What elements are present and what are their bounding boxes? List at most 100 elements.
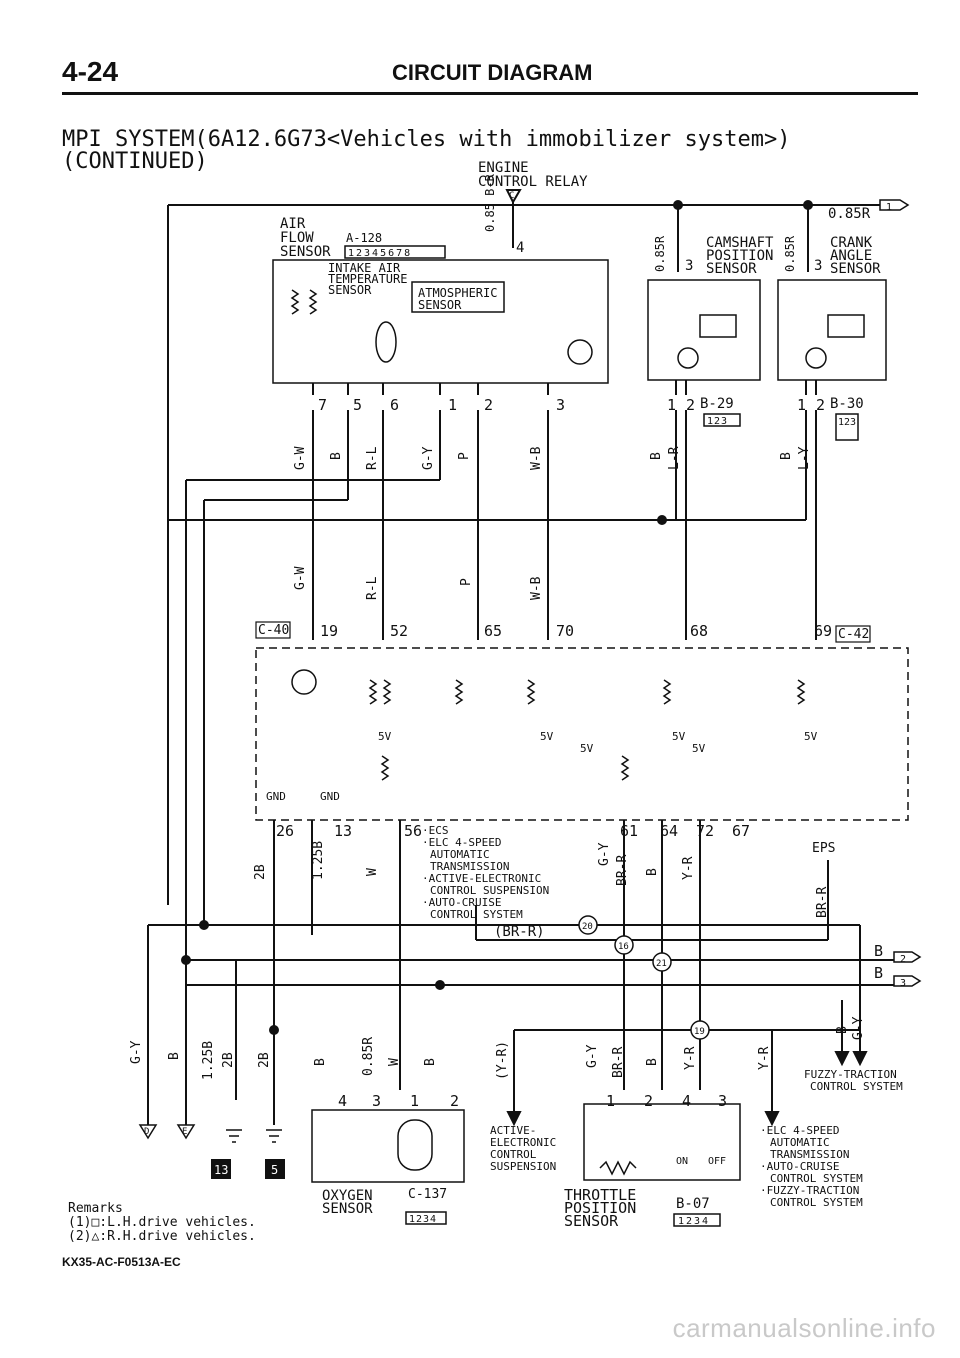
ftcs-label-1: FUZZY-TRACTION [804, 1068, 897, 1081]
ecu-connector-c42: C-42 [838, 627, 869, 642]
svg-text:G-Y: G-Y [421, 446, 436, 470]
svg-text:Y-R: Y-R [681, 856, 696, 880]
tps-potentiometer-icon [599, 1160, 637, 1176]
svg-text:5V: 5V [580, 742, 594, 755]
watermark: carmanualsonline.info [672, 1313, 936, 1343]
offpage-d-icon [138, 1124, 158, 1140]
cam-connector: B-29 [700, 396, 734, 412]
ground-5-icon [265, 1159, 285, 1179]
ecr-label-2: CONTROL RELAY [478, 174, 588, 190]
afs-label-2: FLOW [280, 230, 314, 246]
svg-text:(1)□:L.H.drive vehicles.: (1)□:L.H.drive vehicles. [68, 1215, 256, 1230]
svg-text:B: B [835, 1026, 850, 1034]
cam-label-1: CAMSHAFT [706, 235, 774, 251]
svg-text:5: 5 [271, 1163, 278, 1177]
iat-label-2: TEMPERATURE [328, 272, 407, 286]
svg-text:W-B: W-B [529, 446, 544, 470]
svg-text:3: 3 [718, 1092, 727, 1110]
svg-text:70: 70 [556, 622, 574, 640]
afs-pin-numbers: 7 5 6 1 2 3 [318, 396, 565, 414]
sensor-harness-wires [167, 205, 817, 960]
ecr-connector-icon [505, 189, 522, 205]
tps-label-2: POSITION [564, 1199, 636, 1217]
resistor-icon [290, 289, 300, 315]
atm-label-1: ATMOSPHERIC [418, 286, 497, 300]
svg-text:2: 2 [816, 396, 825, 414]
svg-text:G-W: G-W [293, 566, 308, 590]
svg-text:1: 1 [797, 396, 806, 414]
tps-switch-on: ON [676, 1156, 688, 1167]
svg-text:4: 4 [338, 1092, 347, 1110]
svg-text:2B: 2B [253, 864, 268, 880]
svg-text:R-L: R-L [365, 446, 380, 470]
svg-text:1: 1 [606, 1092, 615, 1110]
afs-label-3: SENSOR [280, 244, 331, 260]
ground-icon-2 [266, 1129, 282, 1143]
svg-text:2: 2 [686, 396, 695, 414]
svg-text:CONTROL: CONTROL [490, 1148, 537, 1161]
svg-text:GND: GND [320, 790, 340, 803]
svg-text:·AUTO-CRUISE: ·AUTO-CRUISE [760, 1160, 839, 1173]
svg-text:W-B: W-B [529, 576, 544, 600]
svg-text:CONTROL SYSTEM: CONTROL SYSTEM [770, 1196, 863, 1209]
iat-label-3: SENSOR [328, 283, 372, 297]
right-arrow-icon [764, 1111, 780, 1127]
offpage-arrow-1-icon [879, 199, 910, 211]
svg-text:·FUZZY-TRACTION: ·FUZZY-TRACTION [760, 1184, 859, 1197]
afs-connector-pins: 12345678 [348, 248, 412, 259]
tps-switch-off: OFF [708, 1156, 726, 1167]
svg-text:W: W [387, 1058, 402, 1066]
svg-text:3: 3 [900, 978, 906, 989]
svg-text:B: B [329, 452, 344, 460]
svg-text:BR-R: BR-R [615, 855, 630, 886]
svg-text:2: 2 [900, 954, 906, 965]
o2-label-1: OXYGEN [322, 1188, 373, 1204]
diagram-title: MPI SYSTEM(6A12.6G73<Vehicles with immob… [62, 127, 790, 152]
svg-text:P: P [459, 578, 474, 586]
svg-text:GND: GND [266, 790, 286, 803]
crank-terminal: 3 [814, 258, 822, 274]
afs-transistor-icon [567, 339, 593, 365]
svg-text:·ACTIVE-ELECTRONIC: ·ACTIVE-ELECTRONIC [422, 872, 541, 885]
svg-text:R-L: R-L [365, 576, 380, 600]
svg-text:Y-R: Y-R [757, 1046, 772, 1070]
mid-info-box: ·ECS ·ELC 4-SPEED AUTOMATIC TRANSMISSION… [422, 824, 549, 921]
brr-paren-label: (BR-R) [494, 924, 545, 940]
diagram-subtitle: (CONTINUED) [62, 149, 208, 174]
crank-connector: B-30 [830, 396, 864, 412]
svg-text:2: 2 [644, 1092, 653, 1110]
svg-text:1234: 1234 [678, 1216, 710, 1227]
svg-text:1.25B: 1.25B [311, 841, 326, 880]
tps-connector: B-07 [676, 1196, 710, 1212]
crank-connector-icon [835, 413, 859, 441]
svg-text:CONTROL SYSTEM: CONTROL SYSTEM [770, 1172, 863, 1185]
svg-text:21: 21 [656, 959, 667, 969]
crank-angle-sensor: 0.85R 3 CRANK ANGLE SENSOR 1 2 B-30 123 [777, 200, 887, 441]
svg-text:52: 52 [390, 622, 408, 640]
cam-label-2: POSITION [706, 248, 773, 264]
engine-control-relay: ENGINE CONTROL RELAY [478, 160, 588, 190]
cam-transistor-icon [677, 347, 699, 369]
svg-text:72: 72 [696, 822, 714, 840]
cam-terminal: 3 [685, 258, 693, 274]
afs-connector: A-128 [346, 231, 382, 245]
engine-ecu: C-40 C-42 19 52 65 70 68 69 5V 5V 5V 5V … [255, 621, 909, 840]
svg-text:67: 67 [732, 822, 750, 840]
header-rule [62, 92, 918, 95]
ecr-pin: C [509, 191, 514, 201]
svg-text:Y-R: Y-R [683, 1046, 698, 1070]
svg-text:B: B [874, 942, 883, 960]
svg-text:P: P [457, 452, 472, 460]
svg-text:5V: 5V [540, 730, 554, 743]
svg-text:(2)△:R.H.drive vehicles.: (2)△:R.H.drive vehicles. [68, 1229, 256, 1244]
upper-wire-color-labels: G-W B R-L G-Y P W-B B L-R B L-Y G-W R-L … [293, 446, 812, 600]
offpage-arrow-1-label: 1 [886, 202, 892, 213]
eps-label: EPS [812, 841, 835, 856]
lower-wire-color-labels: 2B 1.25B W G-Y BR-R B Y-R BR-R EPS (BR-R… [253, 841, 883, 1040]
o2-connector: C-137 [408, 1187, 447, 1202]
svg-text:6: 6 [390, 396, 399, 414]
svg-text:2: 2 [484, 396, 493, 414]
camshaft-position-sensor: 0.85R 3 CAMSHAFT POSITION SENSOR 1 2 B-2… [647, 200, 774, 427]
svg-text:5: 5 [353, 396, 362, 414]
